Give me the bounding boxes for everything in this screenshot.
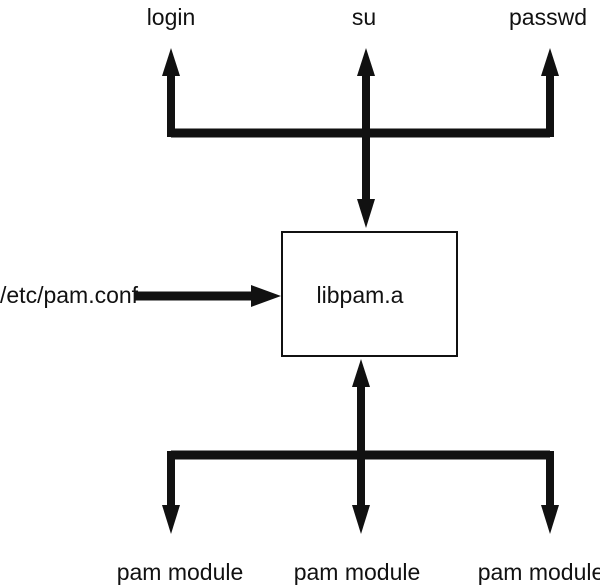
bottom-bus xyxy=(162,359,559,534)
config-arrow xyxy=(135,285,281,307)
program-label-login: login xyxy=(146,4,196,30)
top-bus xyxy=(162,48,559,228)
module-label-center: pam module xyxy=(293,559,421,585)
libpam-box xyxy=(281,231,458,357)
module-arrowhead-center xyxy=(352,505,370,534)
program-label-su: su xyxy=(351,4,377,30)
passwd-arrowhead xyxy=(541,48,559,76)
module-label-right: pam module xyxy=(477,559,600,585)
su-arrowhead-up xyxy=(357,48,375,76)
login-arrowhead xyxy=(162,48,180,76)
module-arrowhead-right xyxy=(541,505,559,534)
module-arrowhead-left xyxy=(162,505,180,534)
config-arrowhead xyxy=(251,285,281,307)
libpam-arrowhead-bottom xyxy=(352,359,370,387)
library-label: libpam.a xyxy=(316,282,404,308)
module-label-left: pam module xyxy=(116,559,244,585)
program-label-passwd: passwd xyxy=(509,4,587,30)
config-file-label: /etc/pam.conf xyxy=(0,282,139,308)
libpam-arrowhead-top xyxy=(357,199,375,228)
